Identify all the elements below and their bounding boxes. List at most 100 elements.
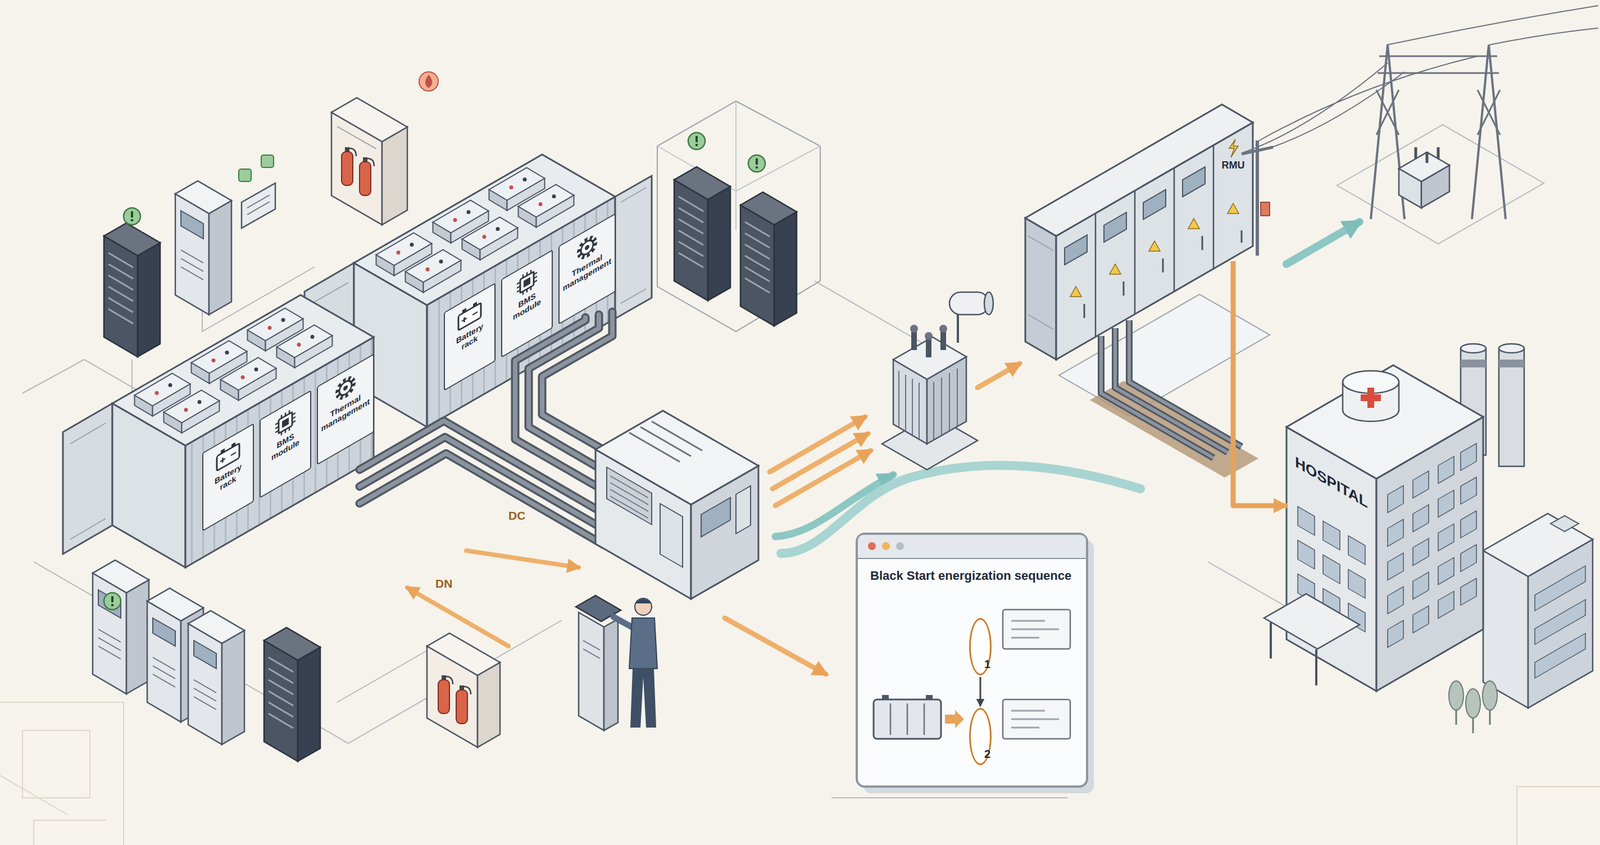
hospital-campus (1387, 552, 1404, 580)
switchgear-cabinet: RMU (1213, 134, 1253, 262)
battery-container (62, 294, 374, 568)
blueprint-sketch (1516, 786, 1600, 845)
sequence-screen: Black Start energization sequence12 (856, 533, 1088, 787)
battery-container (70, 423, 106, 540)
hospital-campus (1534, 565, 1586, 679)
battery-container (220, 357, 277, 401)
hospital-campus (1498, 348, 1525, 467)
hospital-campus (1465, 688, 1481, 718)
grid-connection (1260, 202, 1270, 216)
panel-icon (339, 378, 352, 398)
flow-arrows (724, 617, 826, 675)
switchgear (1109, 264, 1121, 275)
transformer (956, 314, 959, 343)
switchgear (1182, 166, 1206, 197)
switchgear (1095, 144, 1214, 337)
operator-figure (629, 617, 658, 669)
hospital-campus (1448, 680, 1464, 711)
connector-arrow (979, 676, 982, 707)
flow-arrows (466, 550, 579, 568)
screen-window (896, 542, 904, 550)
switchgear (1064, 234, 1088, 265)
inverter-pcs (660, 503, 683, 567)
fire-cabinet (425, 74, 433, 89)
grid-connection (1255, 140, 1259, 256)
step-circle: 1 (969, 617, 992, 676)
inverter-pcs (606, 467, 683, 568)
hospital-campus (1387, 620, 1404, 648)
panel-icon (343, 384, 348, 392)
rack-panel: Battery rack (202, 423, 254, 532)
operator-figure (630, 668, 657, 728)
server-enclosure (688, 132, 706, 150)
hospital-campus (1460, 443, 1477, 471)
hospital-campus (1412, 470, 1429, 498)
transformer (898, 368, 958, 440)
screen-window (857, 534, 1086, 559)
switchgear (1143, 189, 1166, 220)
signal-label: DC (505, 508, 529, 524)
control-cabinets (261, 155, 274, 168)
switchgear (1025, 104, 1253, 236)
operator-terminal (583, 640, 600, 659)
grid-connection (1370, 44, 1506, 220)
control-cabinets (123, 207, 141, 225)
panel-icon (580, 237, 594, 258)
server-enclosure (740, 192, 797, 326)
hospital-campus (1348, 535, 1366, 565)
control-cabinets (103, 223, 161, 357)
hospital-campus (1387, 485, 1404, 513)
flow-arrows (407, 587, 509, 647)
hospital-campus (1460, 359, 1486, 368)
screen-window (882, 542, 890, 550)
fire-cabinet (438, 675, 453, 714)
battery-container (462, 217, 518, 261)
control-cabinets (238, 169, 252, 182)
hospital-campus (1550, 515, 1579, 532)
hospital-campus (1264, 593, 1360, 649)
control-cabinets (241, 183, 276, 229)
fire-cabinet (382, 126, 408, 225)
switchgear (1028, 235, 1054, 330)
battery-container (615, 175, 652, 319)
screen-window (882, 694, 889, 700)
hospital-campus (1297, 540, 1315, 570)
operator-terminal (603, 619, 618, 731)
hospital-campus (1483, 513, 1593, 577)
hospital-building: HOSPITAL (1289, 449, 1374, 684)
hospital-campus (1387, 519, 1404, 547)
grid-connection (1415, 147, 1439, 163)
dc-cables (515, 317, 604, 491)
hospital-campus (1534, 633, 1586, 679)
server-enclosure (657, 101, 821, 332)
fire-cabinet (341, 147, 357, 186)
screen-window (873, 699, 942, 739)
node-text: 1 (970, 619, 998, 674)
switchgear (1188, 218, 1200, 229)
inverter-pcs (595, 410, 759, 599)
dc-cables (542, 311, 613, 450)
switchgear (1070, 139, 1239, 297)
panel-icon (220, 448, 225, 454)
transformer (924, 332, 933, 340)
hospital-campus (1438, 591, 1454, 618)
fire-cabinet (359, 157, 375, 196)
panel-icon (462, 307, 467, 314)
grid-connection (1241, 147, 1274, 154)
fire-cabinet (419, 71, 439, 92)
server-enclosure (657, 101, 821, 332)
hospital-campus (1460, 476, 1477, 504)
screen-window (944, 710, 965, 729)
screen-window (856, 533, 1088, 787)
transformer (910, 324, 918, 333)
floor-lines (337, 650, 427, 703)
screen-window (1011, 620, 1059, 638)
flow-arrows (977, 363, 1020, 388)
battery-container (518, 184, 575, 228)
fire-cabinet (477, 662, 500, 748)
grid-connection (1242, 56, 1478, 153)
hospital-campus (1323, 521, 1340, 550)
connector-arrow (1233, 261, 1288, 506)
transformer (939, 324, 948, 333)
